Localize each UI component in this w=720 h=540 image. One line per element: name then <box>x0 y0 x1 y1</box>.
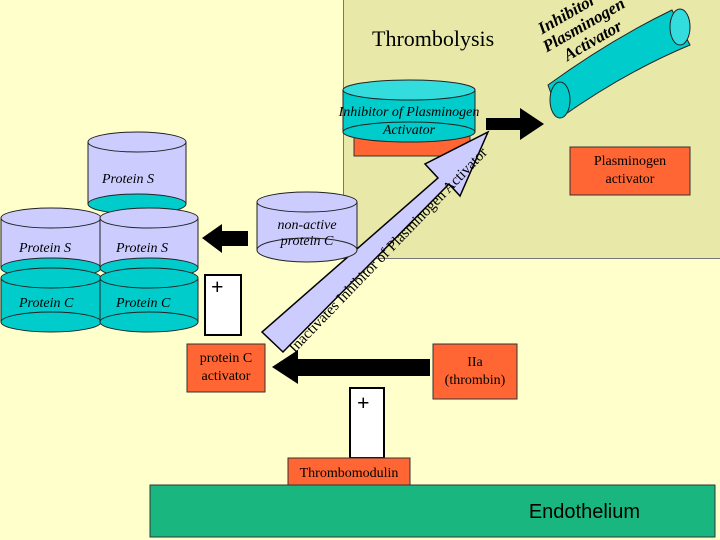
thrombomodulin-label: Thrombomodulin <box>299 466 399 481</box>
plus-sign-top: + <box>211 274 224 299</box>
endothelium-label: Endothelium <box>528 500 640 523</box>
non-active-protein-c-label: non-active protein C <box>277 218 337 249</box>
protein-c-activator-label: protein C activator <box>199 351 253 384</box>
protein-c-mid-label: Protein C <box>116 296 171 311</box>
inhibitor-cylinder-label: Inhibitor of Plasminogen Activator <box>338 105 480 138</box>
thrombolysis-title: Thrombolysis <box>372 26 495 51</box>
curved-inhibitor-cylinder <box>547 8 691 119</box>
protein-s-left-label: Protein S <box>19 241 71 256</box>
protein-s-top-label: Protein S <box>102 172 154 187</box>
plus-sign-bottom: + <box>357 390 370 415</box>
plasminogen-activator-box: Plasminogen activator <box>593 154 667 187</box>
thrombin-label: IIa (thrombin) <box>444 354 506 388</box>
protein-c-left-label: Protein C <box>19 296 74 311</box>
protein-s-mid-label: Protein S <box>116 241 168 256</box>
